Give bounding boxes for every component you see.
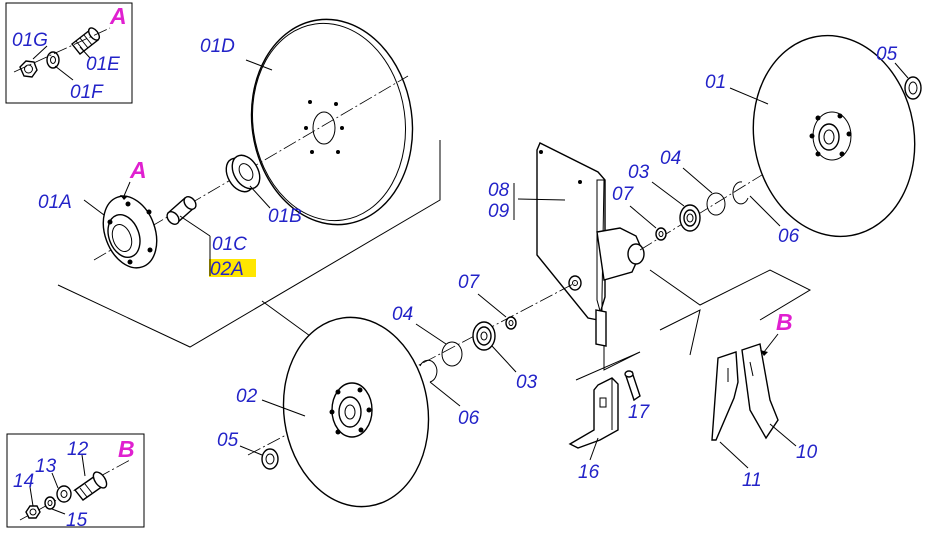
- washer-07-left: [505, 316, 517, 330]
- ref-b-box: B: [118, 436, 135, 462]
- label-08: 08: [488, 180, 510, 201]
- label-03-right: 03: [628, 162, 650, 183]
- label-04-right: 04: [660, 148, 681, 169]
- label-04-left: 04: [392, 304, 413, 325]
- label-13: 13: [35, 456, 57, 477]
- hub-01a: [102, 195, 158, 269]
- snap-ring-06-left: [419, 359, 438, 383]
- bolt-01e: [71, 27, 101, 55]
- label-07-left: 07: [458, 272, 481, 293]
- label-01: 01: [705, 72, 726, 93]
- bolt-12: [73, 471, 108, 501]
- sleeve-01c: [166, 196, 197, 225]
- nut-01g: [19, 60, 38, 78]
- label-01a: 01A: [38, 192, 72, 213]
- label-15: 15: [66, 510, 88, 531]
- label-11: 11: [742, 470, 762, 491]
- inset-box-a: [5, 2, 133, 104]
- bearing-01b: [225, 154, 261, 193]
- ref-a-top: A: [109, 3, 127, 29]
- washer-15: [44, 496, 56, 510]
- label-06-right: 06: [778, 226, 800, 247]
- blade-10: [741, 343, 779, 440]
- label-03-left: 03: [516, 372, 538, 393]
- dust-cap-05-right: [904, 76, 922, 100]
- label-02a: 02A: [210, 259, 244, 280]
- section-divider-shank: [575, 343, 641, 381]
- label-06-left: 06: [458, 408, 480, 429]
- section-divider-left: [57, 140, 441, 348]
- seal-04-right: [706, 192, 726, 216]
- label-16: 16: [578, 462, 600, 483]
- right-axle-centerline: [639, 129, 836, 251]
- label-01e: 01E: [86, 54, 120, 75]
- label-05-right: 05: [876, 44, 898, 65]
- label-05-left: 05: [217, 430, 239, 451]
- shank-bracket-08-09: [536, 142, 645, 347]
- bolt-17: [624, 370, 641, 402]
- inset-box-b: [6, 433, 145, 528]
- blade-11: [711, 351, 739, 441]
- bearing-03-left: [472, 321, 496, 351]
- ref-a-mid: A: [129, 157, 147, 183]
- washer-07-right: [655, 227, 667, 241]
- scraper-bracket-16: [568, 377, 619, 449]
- disc-02: [282, 316, 430, 508]
- bearing-03-right: [679, 204, 701, 232]
- disc-01d: [250, 18, 414, 226]
- label-10: 10: [796, 442, 818, 463]
- label-01b: 01B: [268, 206, 302, 227]
- label-14: 14: [13, 471, 34, 492]
- label-02: 02: [236, 386, 258, 407]
- label-01c: 01C: [212, 234, 247, 255]
- label-01d: 01D: [200, 36, 235, 57]
- disc-01: [752, 34, 916, 238]
- snap-ring-06-right: [732, 181, 749, 205]
- dust-cap-05-left: [261, 448, 279, 470]
- washer-01f: [46, 51, 60, 69]
- nut-14: [25, 505, 41, 519]
- label-12: 12: [67, 439, 89, 460]
- seal-04-left: [441, 341, 463, 367]
- section-divider-right: [649, 269, 812, 321]
- label-17: 17: [628, 402, 651, 423]
- label-01g: 01G: [12, 30, 48, 51]
- label-07-right: 07: [612, 184, 635, 205]
- ref-b-blade: B: [776, 309, 793, 335]
- section-divider-right2: [659, 309, 701, 356]
- label-09: 09: [488, 201, 510, 222]
- highlight-02a: [209, 259, 256, 277]
- washer-13: [56, 485, 72, 503]
- label-01f: 01F: [70, 82, 104, 103]
